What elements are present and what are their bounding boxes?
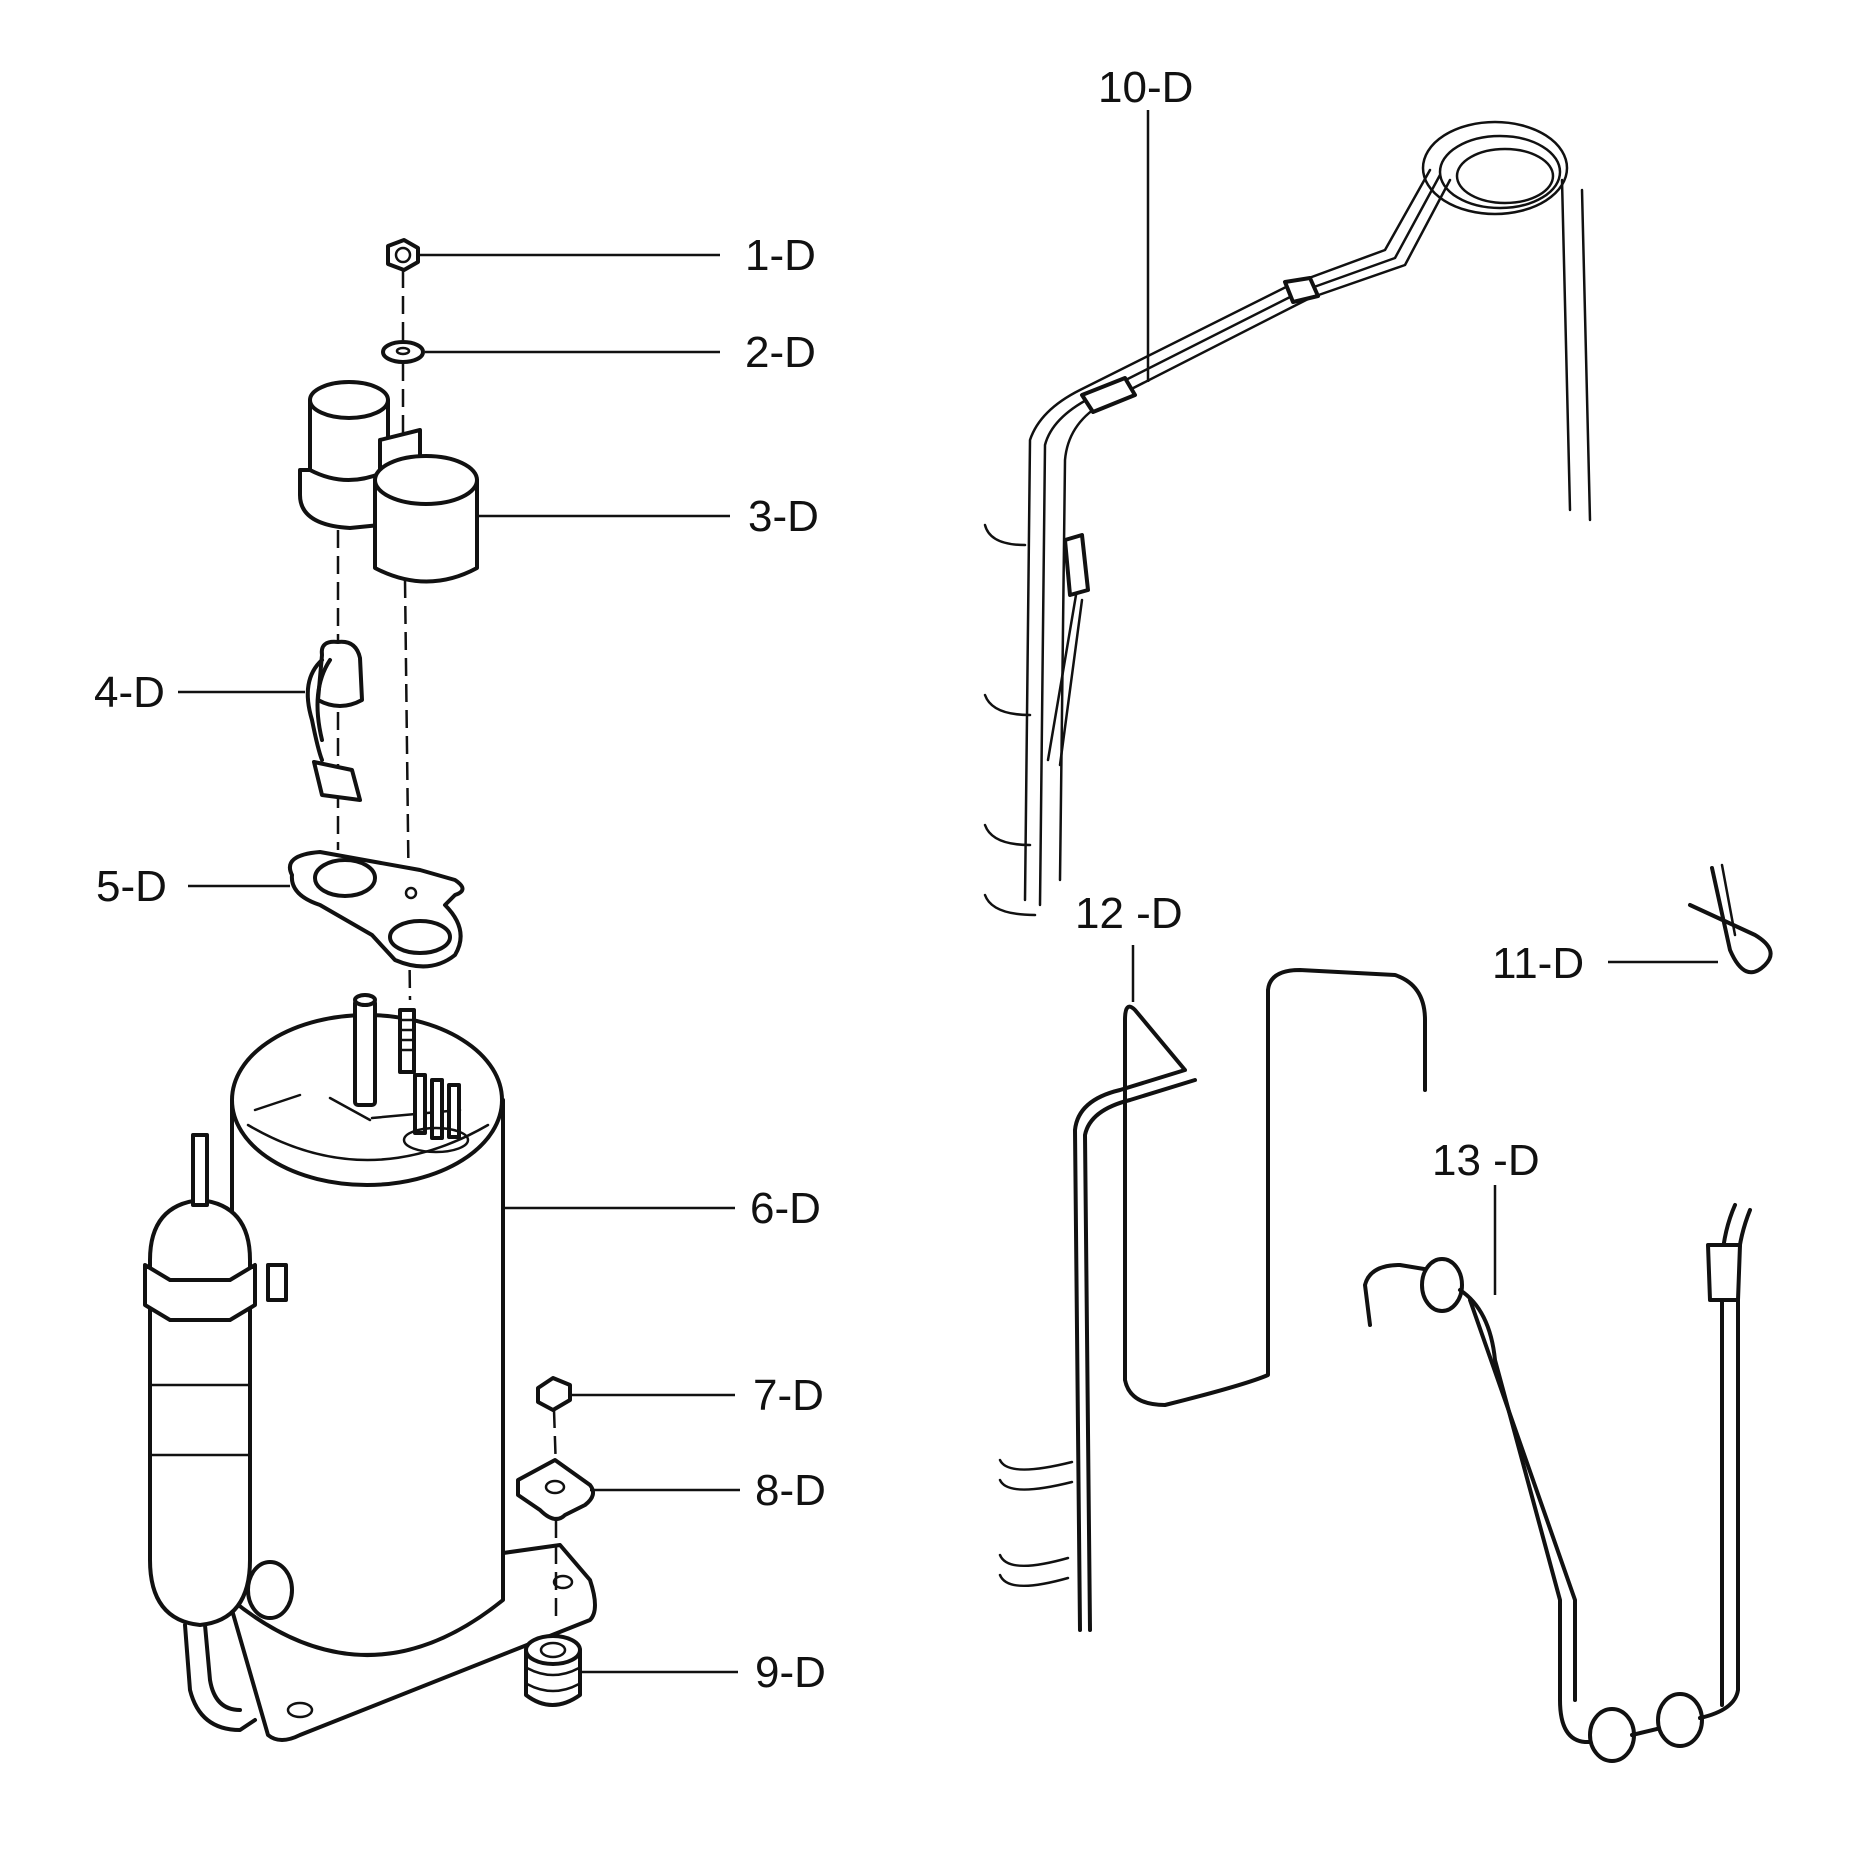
part-capacitor-pair [298,380,479,584]
part-washer [381,340,425,364]
callout-4-D: 4-D [94,668,165,717]
callout-13-D: 13 -D [1432,1136,1540,1185]
callout-9-D: 9-D [755,1648,826,1697]
callout-1-D: 1-D [745,231,816,280]
callout-2-D: 2-D [745,328,816,377]
part-bracket-washer [516,1458,596,1620]
part-nut-bottom [536,1376,572,1471]
callout-10-D: 10-D [1098,63,1193,112]
callout-11-D: 11-D [1492,939,1584,988]
callout-6-D: 6-D [750,1184,821,1233]
part-nut-top [386,238,420,272]
callout-7-D: 7-D [753,1371,824,1420]
callout-3-D: 3-D [748,492,819,541]
callout-5-D: 5-D [96,862,167,911]
part-terminal-wire [305,639,364,802]
callout-8-D: 8-D [755,1466,826,1515]
part-rubber-grommet [524,1634,582,1707]
part-gasket-plate [288,850,465,969]
part-tube-with-rings [1363,1203,1752,1763]
part-bent-tube [998,968,1427,1632]
callout-12-D: 12 -D [1075,889,1183,938]
part-clip [1688,863,1773,975]
part-capillary-assembly [983,120,1592,917]
part-compressor [143,993,597,1742]
